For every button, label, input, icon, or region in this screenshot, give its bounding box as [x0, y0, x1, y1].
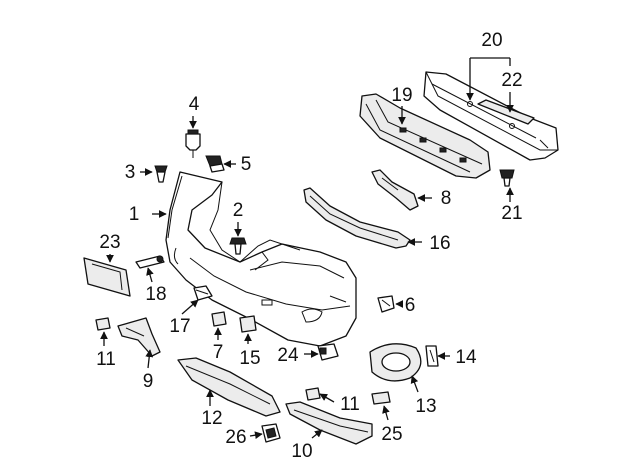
clip-part-5 — [205, 155, 225, 173]
callout-6: 6 — [405, 295, 416, 316]
callout-15: 15 — [239, 348, 260, 369]
callout-4: 4 — [189, 94, 200, 115]
fog-lamp-bezel-part-13 — [369, 343, 422, 382]
callout-21: 21 — [501, 203, 522, 224]
retainer-part-7 — [211, 311, 227, 327]
callout-10: 10 — [291, 441, 312, 462]
bumper-cover-part — [165, 171, 357, 347]
callout-13: 13 — [415, 396, 436, 417]
callout-18: 18 — [145, 284, 166, 305]
clip-part-3 — [154, 165, 168, 183]
callout-8: 8 — [441, 188, 452, 209]
clip-part-11-right — [305, 387, 321, 401]
lower-molding-part-10 — [285, 401, 373, 445]
bolt-part-21 — [499, 169, 515, 187]
callout-11-right: 11 — [340, 394, 360, 415]
callout-9: 9 — [143, 371, 154, 392]
upper-bracket-part — [371, 169, 419, 211]
callout-24: 24 — [277, 345, 299, 366]
callout-11-left: 11 — [96, 349, 116, 370]
trim-part-25 — [371, 391, 391, 405]
clip-part-2 — [229, 237, 247, 255]
callout-3: 3 — [125, 162, 136, 183]
callout-12: 12 — [201, 408, 222, 429]
lower-deflector-part-12 — [177, 357, 281, 417]
callout-26: 26 — [225, 427, 246, 448]
callout-7: 7 — [213, 342, 224, 363]
bracket-part-18 — [135, 255, 165, 269]
bolt-part-4 — [185, 129, 201, 158]
callout-16: 16 — [429, 233, 450, 254]
bracket-part-6 — [377, 295, 395, 313]
callout-17: 17 — [169, 316, 190, 337]
sensor-part-24 — [317, 343, 339, 361]
leader-lines — [100, 57, 514, 440]
callout-19: 19 — [391, 85, 412, 106]
retainer-part-17 — [193, 285, 213, 301]
callout-2: 2 — [233, 200, 244, 221]
license-plate-bracket-part — [83, 257, 131, 297]
callout-23: 23 — [99, 232, 120, 253]
energy-absorber-part — [359, 93, 491, 179]
callout-25: 25 — [381, 424, 402, 445]
sensor-part-26 — [261, 423, 281, 443]
retainer-part-15 — [239, 315, 257, 333]
callout-22: 22 — [501, 70, 522, 91]
side-bracket-part-9 — [117, 317, 161, 357]
callout-20: 20 — [481, 30, 502, 51]
clip-part-11-left — [95, 317, 111, 331]
bumper-reinforcement-part — [423, 71, 559, 161]
fog-lamp-part-14 — [425, 345, 439, 367]
reinforcement-strip-part — [477, 99, 535, 125]
callout-14: 14 — [455, 347, 477, 368]
callout-1: 1 — [129, 204, 140, 225]
callout-5: 5 — [241, 154, 252, 175]
